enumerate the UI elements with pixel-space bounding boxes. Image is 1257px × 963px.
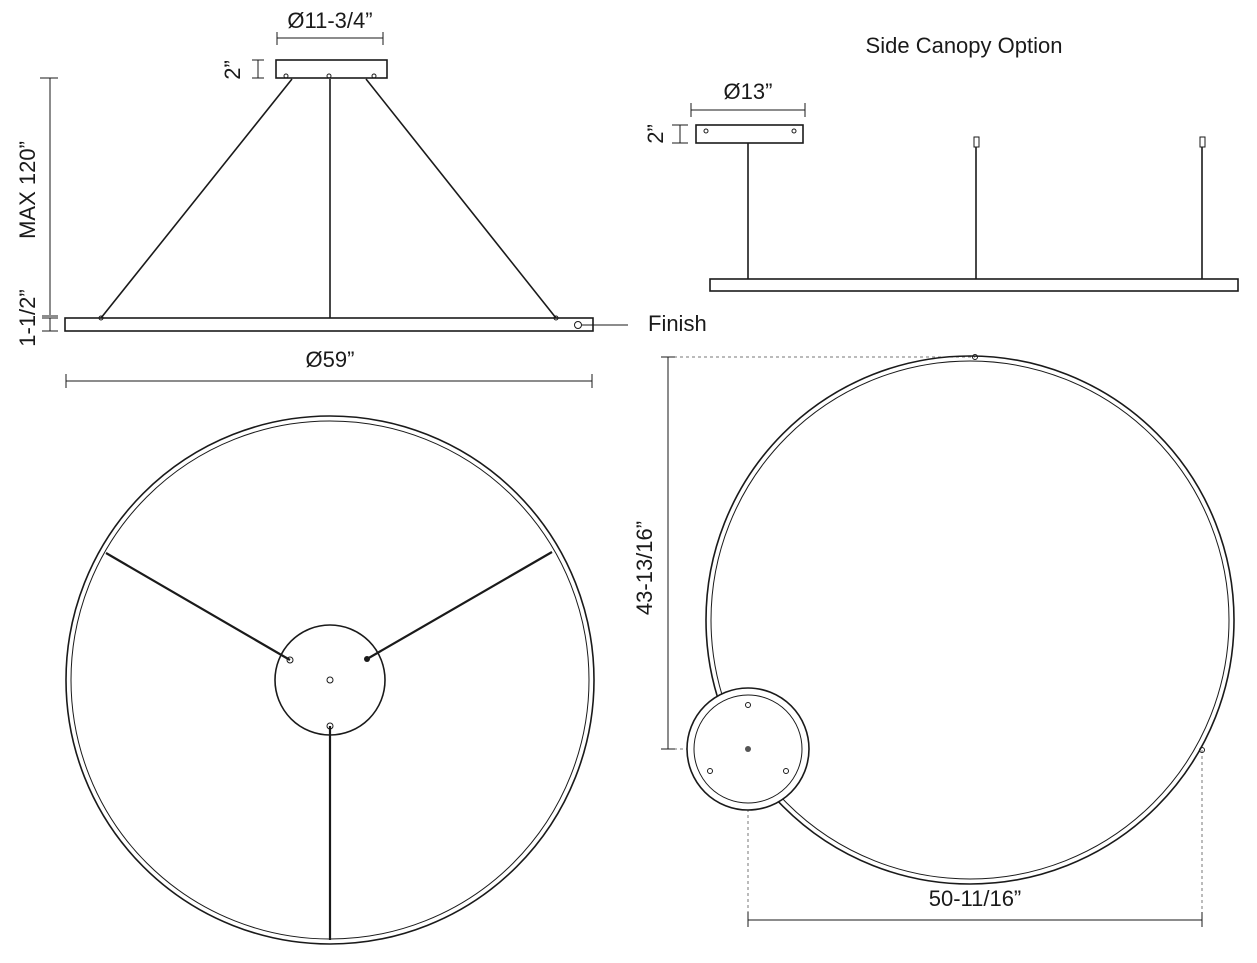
side-canopy-elevation — [695, 124, 804, 144]
canopy-plan — [274, 624, 386, 736]
cable-plan-right — [366, 551, 553, 660]
suspension-cable-left — [100, 78, 293, 319]
side-ring-outer-edge — [705, 355, 1235, 885]
ring-elevation — [64, 317, 594, 332]
side-canopy-height-dimension: 2” — [643, 124, 668, 144]
side-ring-inner-edge — [710, 360, 1230, 880]
ring-outer-edge — [65, 415, 595, 945]
finish-marker — [574, 321, 582, 329]
finish-label: Finish — [648, 311, 707, 336]
canopy-height-dimension: 2” — [220, 60, 245, 80]
side-canopy-plan-view: 43-13/16” 50-11/16” — [632, 354, 1235, 927]
front-elevation-view: Finish Ø11-3/4” 2” MAX 120” 1-1/2” Ø59” — [15, 8, 707, 388]
side-canopy-title: Side Canopy Option — [866, 33, 1063, 58]
max-height-dimension: MAX 120” — [15, 141, 40, 239]
suspension-cable-right — [365, 78, 557, 319]
side-ring-elevation — [709, 278, 1239, 292]
ring-diameter-dimension: Ø59” — [306, 347, 355, 372]
side-canopy-diameter-dimension: Ø13” — [724, 79, 773, 104]
ring-thickness-dimension: 1-1/2” — [15, 289, 40, 346]
canopy-diameter-dimension: Ø11-3/4” — [287, 8, 372, 33]
canopy-elevation — [275, 59, 388, 79]
cable-plan-left — [105, 552, 291, 661]
center-canopy-plan-view — [65, 415, 595, 945]
horizontal-offset-dimension: 50-11/16” — [929, 886, 1022, 911]
vertical-offset-dimension: 43-13/16” — [632, 521, 657, 615]
side-canopy-elevation-view: Side Canopy Option Ø13” 2” — [643, 33, 1239, 292]
